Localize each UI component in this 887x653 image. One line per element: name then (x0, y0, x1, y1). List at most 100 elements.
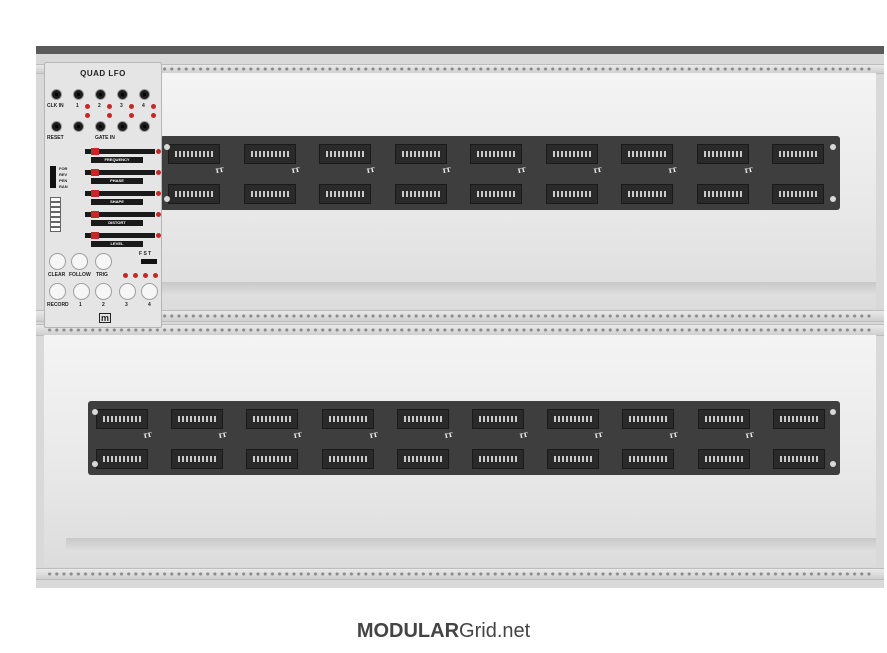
bus-mount-hole (830, 144, 836, 150)
bus-header-bottom (545, 184, 598, 204)
bus-header-top (319, 144, 372, 164)
bus-header-top (697, 409, 750, 429)
fader-cap[interactable] (91, 190, 99, 197)
bus-header-top (396, 409, 449, 429)
bus-connector-unit: ᴵᵁ (88, 401, 154, 475)
trig-label: TRIG (96, 272, 108, 278)
row-1-floor (160, 282, 876, 296)
bus-connector-unit: ᴵᵁ (690, 401, 756, 475)
channel-button-4[interactable] (141, 283, 158, 300)
bus-logo-icon: ᴵᵁ (669, 430, 681, 445)
fader-cap[interactable] (91, 232, 99, 239)
gate-in-jack-4[interactable] (139, 121, 150, 132)
channel-button-3[interactable] (119, 283, 136, 300)
bus-header-top (547, 409, 600, 429)
button-number-3: 3 (125, 302, 128, 308)
fader-cap[interactable] (91, 169, 99, 176)
bus-connector-unit (764, 136, 830, 210)
frequency-fader[interactable] (85, 148, 155, 155)
bus-mount-hole (92, 461, 98, 467)
bus-mount-hole (164, 144, 170, 150)
record-label: RECORD (47, 302, 69, 308)
cv-jack-1[interactable] (73, 89, 84, 100)
bus-header-top (96, 409, 148, 429)
bus-header-top (321, 409, 374, 429)
frequency-led (156, 149, 161, 154)
bus-logo-icon: ᴵᵁ (214, 165, 226, 180)
bus-connector-unit: ᴵᵁ (238, 401, 304, 475)
bus-connector-unit: ᴵᵁ (613, 136, 679, 210)
mode-pen: PEN (59, 178, 68, 183)
mode-switch[interactable] (50, 166, 56, 188)
rail-bottom-row2 (36, 568, 884, 580)
gate-in-jack-3[interactable] (117, 121, 128, 132)
bus-connector-unit: ᴵᵁ (689, 136, 755, 210)
shape-label: SHAPE (91, 199, 143, 205)
follow-button[interactable] (71, 253, 88, 270)
channel-button-1[interactable] (73, 283, 90, 300)
bus-header-top (545, 144, 598, 164)
bus-logo-icon: ᴵᵁ (142, 430, 154, 445)
clear-button[interactable] (49, 253, 66, 270)
jack-number-4: 4 (142, 103, 145, 109)
level-fader[interactable] (85, 232, 155, 239)
bus-connector-unit: ᴵᵁ (163, 401, 229, 475)
trig-led-2 (133, 273, 138, 278)
level-led-3 (50, 207, 61, 212)
reset-label: RESET (47, 135, 64, 141)
phase-led (156, 170, 161, 175)
led-2 (107, 104, 112, 109)
follow-label: FOLLOW (69, 272, 91, 278)
bus-header-bottom (772, 184, 825, 204)
jack-number-3: 3 (120, 103, 123, 109)
bus-logo-icon: ᴵᵁ (368, 430, 380, 445)
fader-cap[interactable] (91, 148, 99, 155)
bus-header-top (394, 144, 447, 164)
gate-in-jack-2[interactable] (95, 121, 106, 132)
gate-led-1 (85, 113, 90, 118)
bus-connector-unit: ᴵᵁ (236, 136, 302, 210)
bus-logo-icon: ᴵᵁ (743, 165, 755, 180)
clk-in-jack[interactable] (51, 89, 62, 100)
bus-header-bottom (171, 449, 224, 469)
bus-connector-unit: ᴵᵁ (387, 136, 453, 210)
bus-logo-icon: ᴵᵁ (516, 165, 528, 180)
fader-cap[interactable] (91, 211, 99, 218)
cv-jack-2[interactable] (95, 89, 106, 100)
button-number-2: 2 (102, 302, 105, 308)
reset-jack[interactable] (51, 121, 62, 132)
trig-button[interactable] (95, 253, 112, 270)
cv-jack-3[interactable] (117, 89, 128, 100)
bus-connector-unit: ᴵᵁ (464, 401, 530, 475)
level-led-2 (50, 202, 61, 207)
mode-rev: REV (59, 172, 68, 177)
phase-fader[interactable] (85, 169, 155, 176)
bus-header-bottom (772, 449, 825, 469)
bus-logo-icon: ᴵᵁ (293, 430, 305, 445)
clear-label: CLEAR (48, 272, 66, 278)
phase-label: PHASE (91, 178, 143, 184)
bus-header-bottom (394, 184, 447, 204)
bus-header-bottom (246, 449, 299, 469)
cv-jack-4[interactable] (139, 89, 150, 100)
bus-header-top (621, 144, 674, 164)
bus-connector-unit: ᴵᵁ (462, 136, 528, 210)
bus-logo-icon: ᴵᵁ (518, 430, 530, 445)
record-button[interactable] (49, 283, 66, 300)
brand-logo-icon: m (99, 313, 112, 323)
gate-led-2 (107, 113, 112, 118)
fst-switch[interactable] (141, 259, 157, 264)
bus-mount-hole (92, 409, 98, 415)
bus-header-bottom (319, 184, 372, 204)
bus-header-top (772, 409, 825, 429)
footer-rest: Grid.net (459, 620, 531, 642)
bus-header-bottom (243, 184, 296, 204)
distort-fader[interactable] (85, 211, 155, 218)
shape-fader[interactable] (85, 190, 155, 197)
channel-button-2[interactable] (95, 283, 112, 300)
bus-mount-hole (164, 196, 170, 202)
bus-header-top (168, 144, 220, 164)
bus-connector-unit: ᴵᵁ (539, 401, 605, 475)
shape-led (156, 191, 161, 196)
gate-in-jack-1[interactable] (73, 121, 84, 132)
